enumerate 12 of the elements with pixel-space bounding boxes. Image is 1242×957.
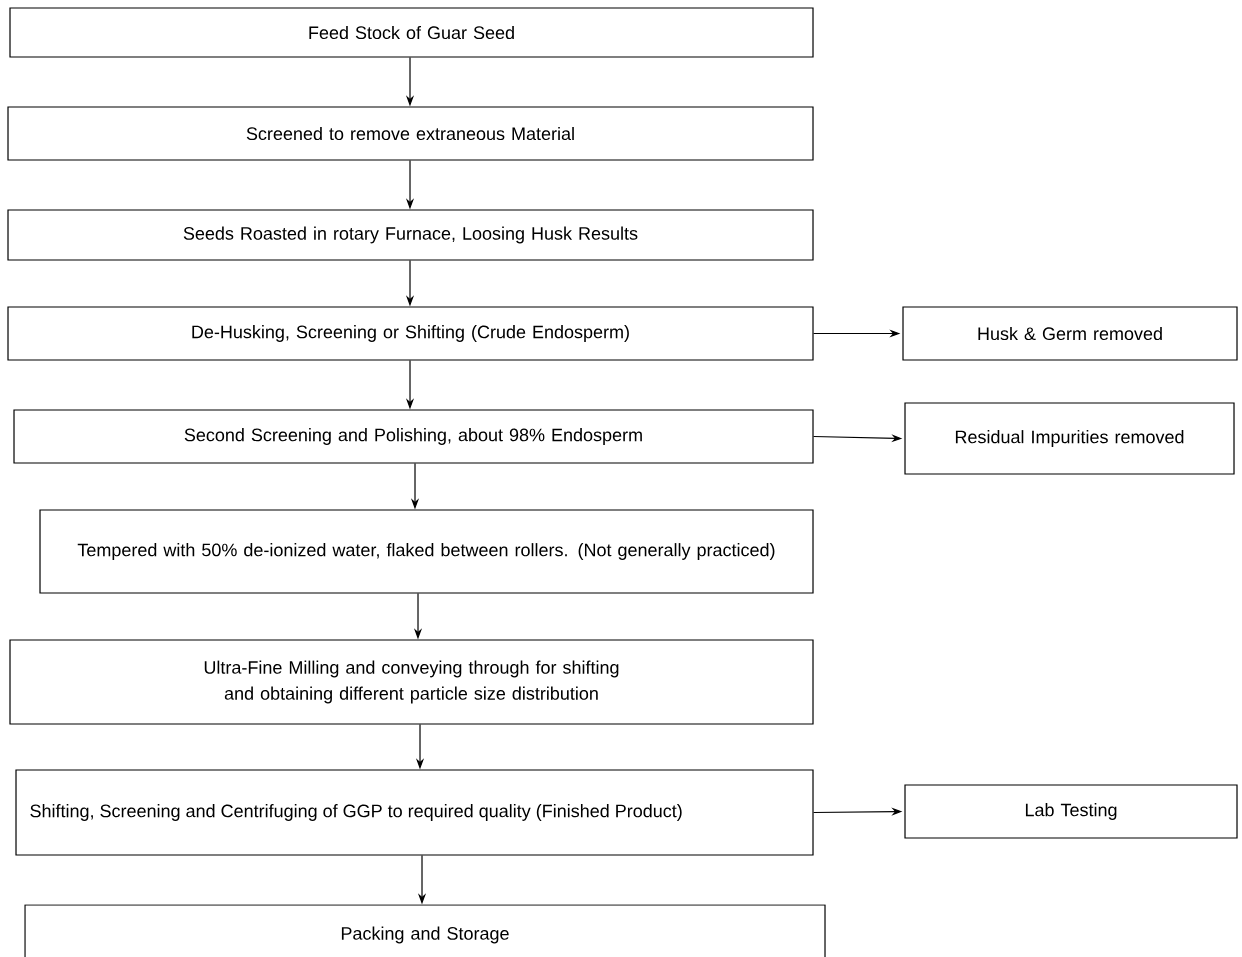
process-box: Feed Stock of Guar Seed bbox=[9, 7, 814, 58]
process-box: Ultra-Fine Milling and conveying through for shifting and obtaining different particle size distribution bbox=[9, 639, 814, 725]
process-box: Screened to remove extraneous Material bbox=[7, 106, 814, 161]
process-box: Husk & Germ removed bbox=[902, 306, 1238, 361]
process-box: Shifting, Screening and Centrifuging of GGP to required quality (Finished Product) bbox=[15, 769, 814, 856]
process-box: Seeds Roasted in rotary Furnace, Loosing Husk Results bbox=[7, 209, 814, 261]
process-box: De-Husking, Screening or Shifting (Crude Endosperm) bbox=[7, 306, 814, 361]
process-box: Residual Impurities removed bbox=[904, 402, 1235, 475]
process-box: Second Screening and Polishing, about 98% Endosperm bbox=[13, 409, 814, 464]
process-box: Lab Testing bbox=[904, 784, 1238, 839]
process-box: Tempered with 50% de-ionized water, flaked between rollers. (Not generally practiced) bbox=[39, 509, 814, 594]
process-box: Packing and Storage bbox=[24, 904, 826, 957]
